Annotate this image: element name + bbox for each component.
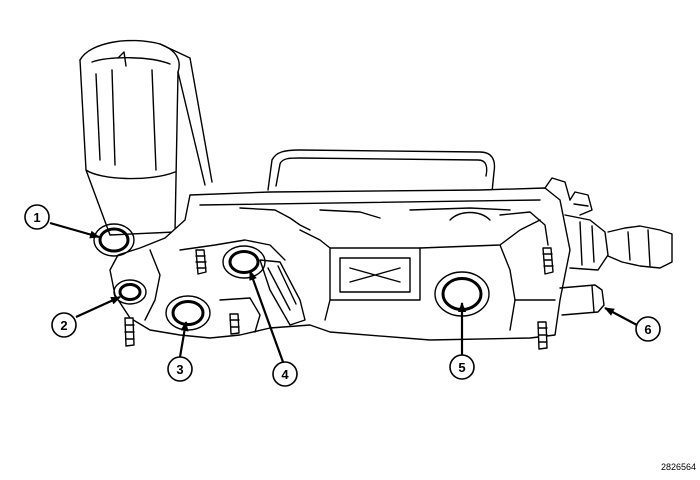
callout-4: 4 xyxy=(272,361,298,387)
callout-number: 6 xyxy=(644,322,651,337)
leader-2 xyxy=(75,295,121,319)
o-ring-1 xyxy=(93,223,135,257)
studs xyxy=(124,247,554,350)
callout-number: 4 xyxy=(281,367,289,382)
callout-6: 6 xyxy=(635,316,661,342)
callout-2: 2 xyxy=(51,312,77,338)
leader-1 xyxy=(49,221,100,239)
o-ring-2 xyxy=(113,279,147,305)
callout-number: 5 xyxy=(458,360,465,375)
sensor-connector xyxy=(564,191,673,271)
leader-3 xyxy=(178,321,189,358)
coolant-tube xyxy=(559,284,605,316)
leader-6 xyxy=(604,307,638,326)
callout-number: 1 xyxy=(33,210,40,225)
callout-1: 1 xyxy=(24,204,50,230)
callouts: 1 2 3 4 5 6 xyxy=(24,204,661,387)
callout-number: 2 xyxy=(60,318,67,333)
o-ring-4 xyxy=(222,245,266,279)
leader-lines xyxy=(49,221,638,363)
callout-5: 5 xyxy=(449,354,475,380)
figure-id-label: 2826564 xyxy=(660,462,696,472)
rear-cover xyxy=(267,149,496,193)
callout-3: 3 xyxy=(167,356,193,382)
filter-canister xyxy=(79,39,213,236)
callout-number: 3 xyxy=(176,362,183,377)
leader-4 xyxy=(248,270,285,363)
housing-body xyxy=(109,177,571,341)
